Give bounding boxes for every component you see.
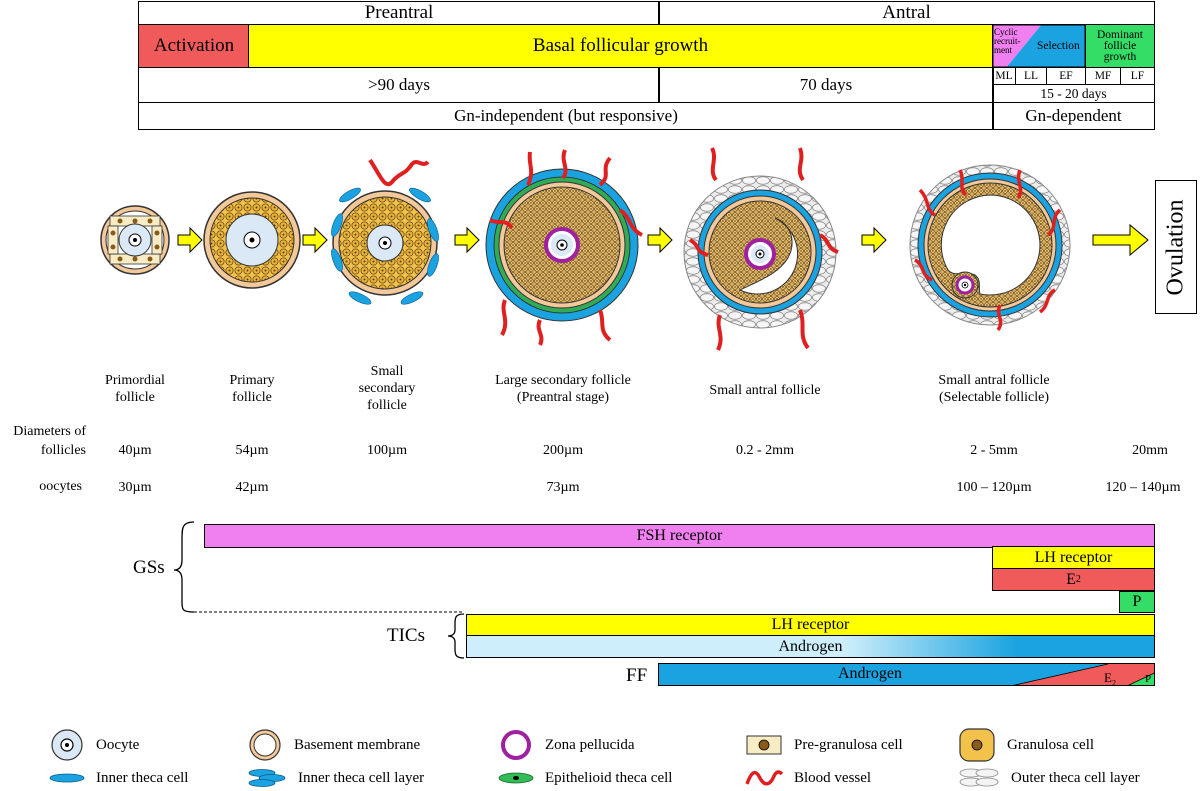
receptor-brackets	[173, 521, 465, 659]
diameter-large-secondary: 200µm	[543, 443, 583, 458]
phase-mf: MF	[1085, 67, 1121, 85]
epithelioid-theca-icon	[498, 772, 534, 784]
activation-cell: Activation	[138, 24, 250, 68]
basement-membrane-icon	[249, 729, 281, 761]
legend-granulosa: Granulosa cell	[957, 726, 1094, 764]
arrow-2	[302, 226, 328, 254]
legend-pre-granulosa: Pre-granulosa cell	[744, 728, 903, 762]
gn-dependent-cell: Gn-dependent	[992, 102, 1155, 130]
arrow-3	[454, 226, 480, 254]
small-antral-follicle	[683, 147, 839, 351]
oocyte-primary: 42µm	[235, 480, 269, 495]
ovulation-box: Ovulation	[1155, 180, 1197, 314]
legend-basement-membrane: Basement membrane	[246, 728, 420, 762]
oocyte-icon	[51, 729, 83, 761]
arrow-5	[861, 226, 887, 254]
ovulation-label: Ovulation	[1162, 199, 1189, 295]
lh-receptor-gs-bar: LH receptor	[992, 546, 1155, 569]
ff-label: FF	[626, 665, 648, 686]
ff-e2-label: E2	[1104, 670, 1116, 688]
selectable-antral-follicle	[909, 164, 1071, 332]
phase-lf: LF	[1120, 67, 1155, 85]
diameter-selectable: 2 - 5mm	[970, 443, 1018, 458]
arrow-1	[177, 226, 203, 254]
legend-epithelioid-theca: Epithelioid theca cell	[497, 768, 672, 788]
legend-blood-vessel: Blood vessel	[744, 766, 871, 790]
blood-vessel-icon	[745, 770, 784, 786]
legend-zona-pellucida: Zona pellucida	[497, 728, 635, 762]
legend-outer-theca-layer: Outer theca cell layer	[957, 766, 1140, 790]
diameter-dominant: 20mm	[1132, 443, 1168, 458]
basal-growth-cell: Basal follicular growth	[248, 24, 993, 68]
outer-theca-layer-icon	[959, 768, 999, 787]
p-gs-bar: P	[1119, 591, 1155, 613]
antral-header: Antral	[658, 1, 1155, 25]
inner-theca-cell-icon	[49, 773, 85, 783]
arrow-4	[647, 226, 673, 254]
oocytes-label: oocytes	[39, 479, 82, 494]
ff-p-label: P	[1145, 673, 1152, 685]
days-70-cell: 70 days	[658, 67, 994, 103]
phase-ll: LL	[1015, 67, 1047, 85]
selection-label: Selection	[1037, 40, 1080, 52]
granulosa-cell-icon	[959, 728, 995, 762]
pre-granulosa-cell-icon	[746, 735, 782, 755]
oocyte-primordial: 30µm	[118, 480, 152, 495]
legend-oocyte: Oocyte	[48, 728, 139, 762]
legend-inner-theca-cell: Inner theca cell	[48, 768, 188, 788]
phase-ml: ML	[992, 67, 1016, 85]
inner-theca-layer-icon	[248, 769, 286, 787]
diameter-primordial: 40µm	[118, 443, 152, 458]
primary-follicle	[203, 191, 301, 289]
gn-independent-cell: Gn-independent (but responsive)	[138, 102, 994, 130]
large-secondary-follicle	[485, 149, 644, 346]
small-secondary-follicle	[331, 158, 439, 305]
stage-label-selectable: Small antral follicle(Selectable follicl…	[938, 373, 1050, 405]
ff-bar	[658, 663, 1155, 686]
diameter-primary: 54µm	[235, 443, 269, 458]
arrow-6	[1092, 223, 1149, 257]
fsh-receptor-bar: FSH receptor	[204, 524, 1155, 548]
gss-label: GSs	[133, 557, 165, 578]
diameter-small-antral: 0.2 - 2mm	[736, 443, 794, 458]
days-15-20-cell: 15 - 20 days	[992, 84, 1155, 103]
oocyte-selectable: 100 – 120µm	[956, 480, 1032, 495]
primordial-follicle	[100, 205, 170, 275]
tics-label: TICs	[387, 625, 425, 646]
lh-receptor-tic-bar: LH receptor	[466, 614, 1155, 636]
zona-pellucida-icon	[501, 730, 531, 760]
follicle-illustrations	[100, 147, 1149, 351]
oocyte-dominant: 120 – 140µm	[1105, 480, 1181, 495]
stage-label-small-antral: Small antral follicle	[709, 383, 821, 398]
diameter-small-secondary: 100µm	[367, 443, 407, 458]
legend-inner-theca-layer: Inner theca cell layer	[246, 766, 424, 790]
ff-androgen-label: Androgen	[838, 665, 902, 682]
oocyte-large-secondary: 73µm	[546, 480, 580, 495]
androgen-tic-bar: Androgen	[466, 635, 1155, 658]
days-90-cell: >90 days	[138, 67, 660, 103]
phase-ef: EF	[1046, 67, 1086, 85]
preantral-header: Preantral	[138, 1, 660, 25]
stage-label-large-secondary: Large secondary follicle(Preantral stage…	[495, 373, 631, 405]
